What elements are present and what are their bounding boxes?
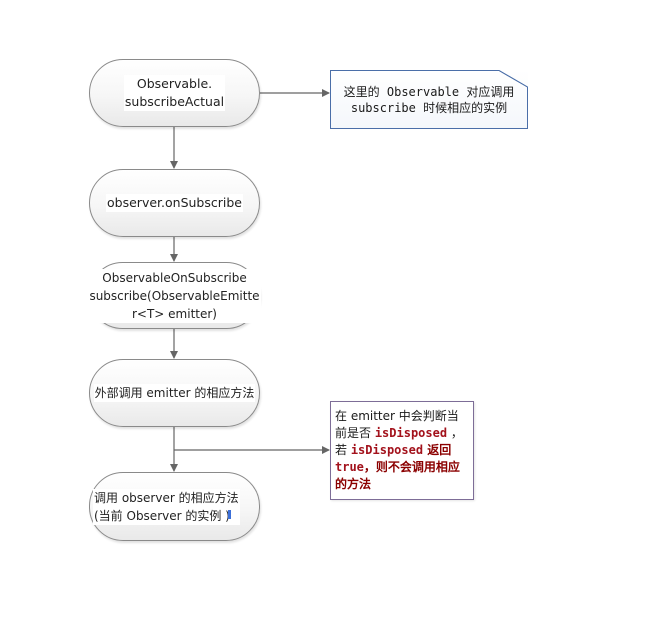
callout-is-disposed[interactable]: 在 emitter 中会判断当 前是否 isDisposed ， 若 isDis… <box>330 401 474 500</box>
callout-code-true: true <box>335 460 364 474</box>
callout-text-1: 在 emitter 中会判断当 <box>335 409 459 423</box>
note-observable-instance[interactable]: 这里的 Observable 对应调用 subscribe 时候相应的实例 <box>330 70 528 129</box>
node-label: 调用 observer 的相应方法 (当前 Observer 的实例 ) <box>93 488 240 525</box>
node-call-emitter[interactable]: 外部调用 emitter 的相应方法 <box>89 359 260 427</box>
node-label: ObservableOnSubscribe subscribe(Observab… <box>88 268 261 323</box>
node-on-subscribe[interactable]: observer.onSubscribe <box>89 169 260 237</box>
node-label: Observable. subscribeActual <box>123 75 226 111</box>
note-shape <box>330 70 528 129</box>
node-observable-on-subscribe[interactable]: ObservableOnSubscribe subscribe(Observab… <box>88 262 261 329</box>
callout-text-4: 若 <box>335 443 351 457</box>
note-text: 这里的 Observable 对应调用 subscribe 时候相应的实例 <box>343 84 515 115</box>
callout-text-no-call: ，则不会调用相应的方法 <box>335 460 460 491</box>
text-caret <box>228 510 231 519</box>
callout-code-is-disposed: isDisposed <box>374 426 448 440</box>
node-label: observer.onSubscribe <box>106 194 243 212</box>
node-label: 外部调用 emitter 的相应方法 <box>93 384 256 402</box>
callout-text-3: ， <box>447 426 463 440</box>
node-call-observer[interactable]: 调用 observer 的相应方法 (当前 Observer 的实例 ) <box>89 472 260 541</box>
callout-text-2: 前是否 <box>335 426 375 440</box>
node-subscribe-actual[interactable]: Observable. subscribeActual <box>89 59 260 127</box>
callout-text-returns: 返回 <box>423 443 452 457</box>
callout-code-is-disposed-2: isDisposed <box>350 443 424 457</box>
